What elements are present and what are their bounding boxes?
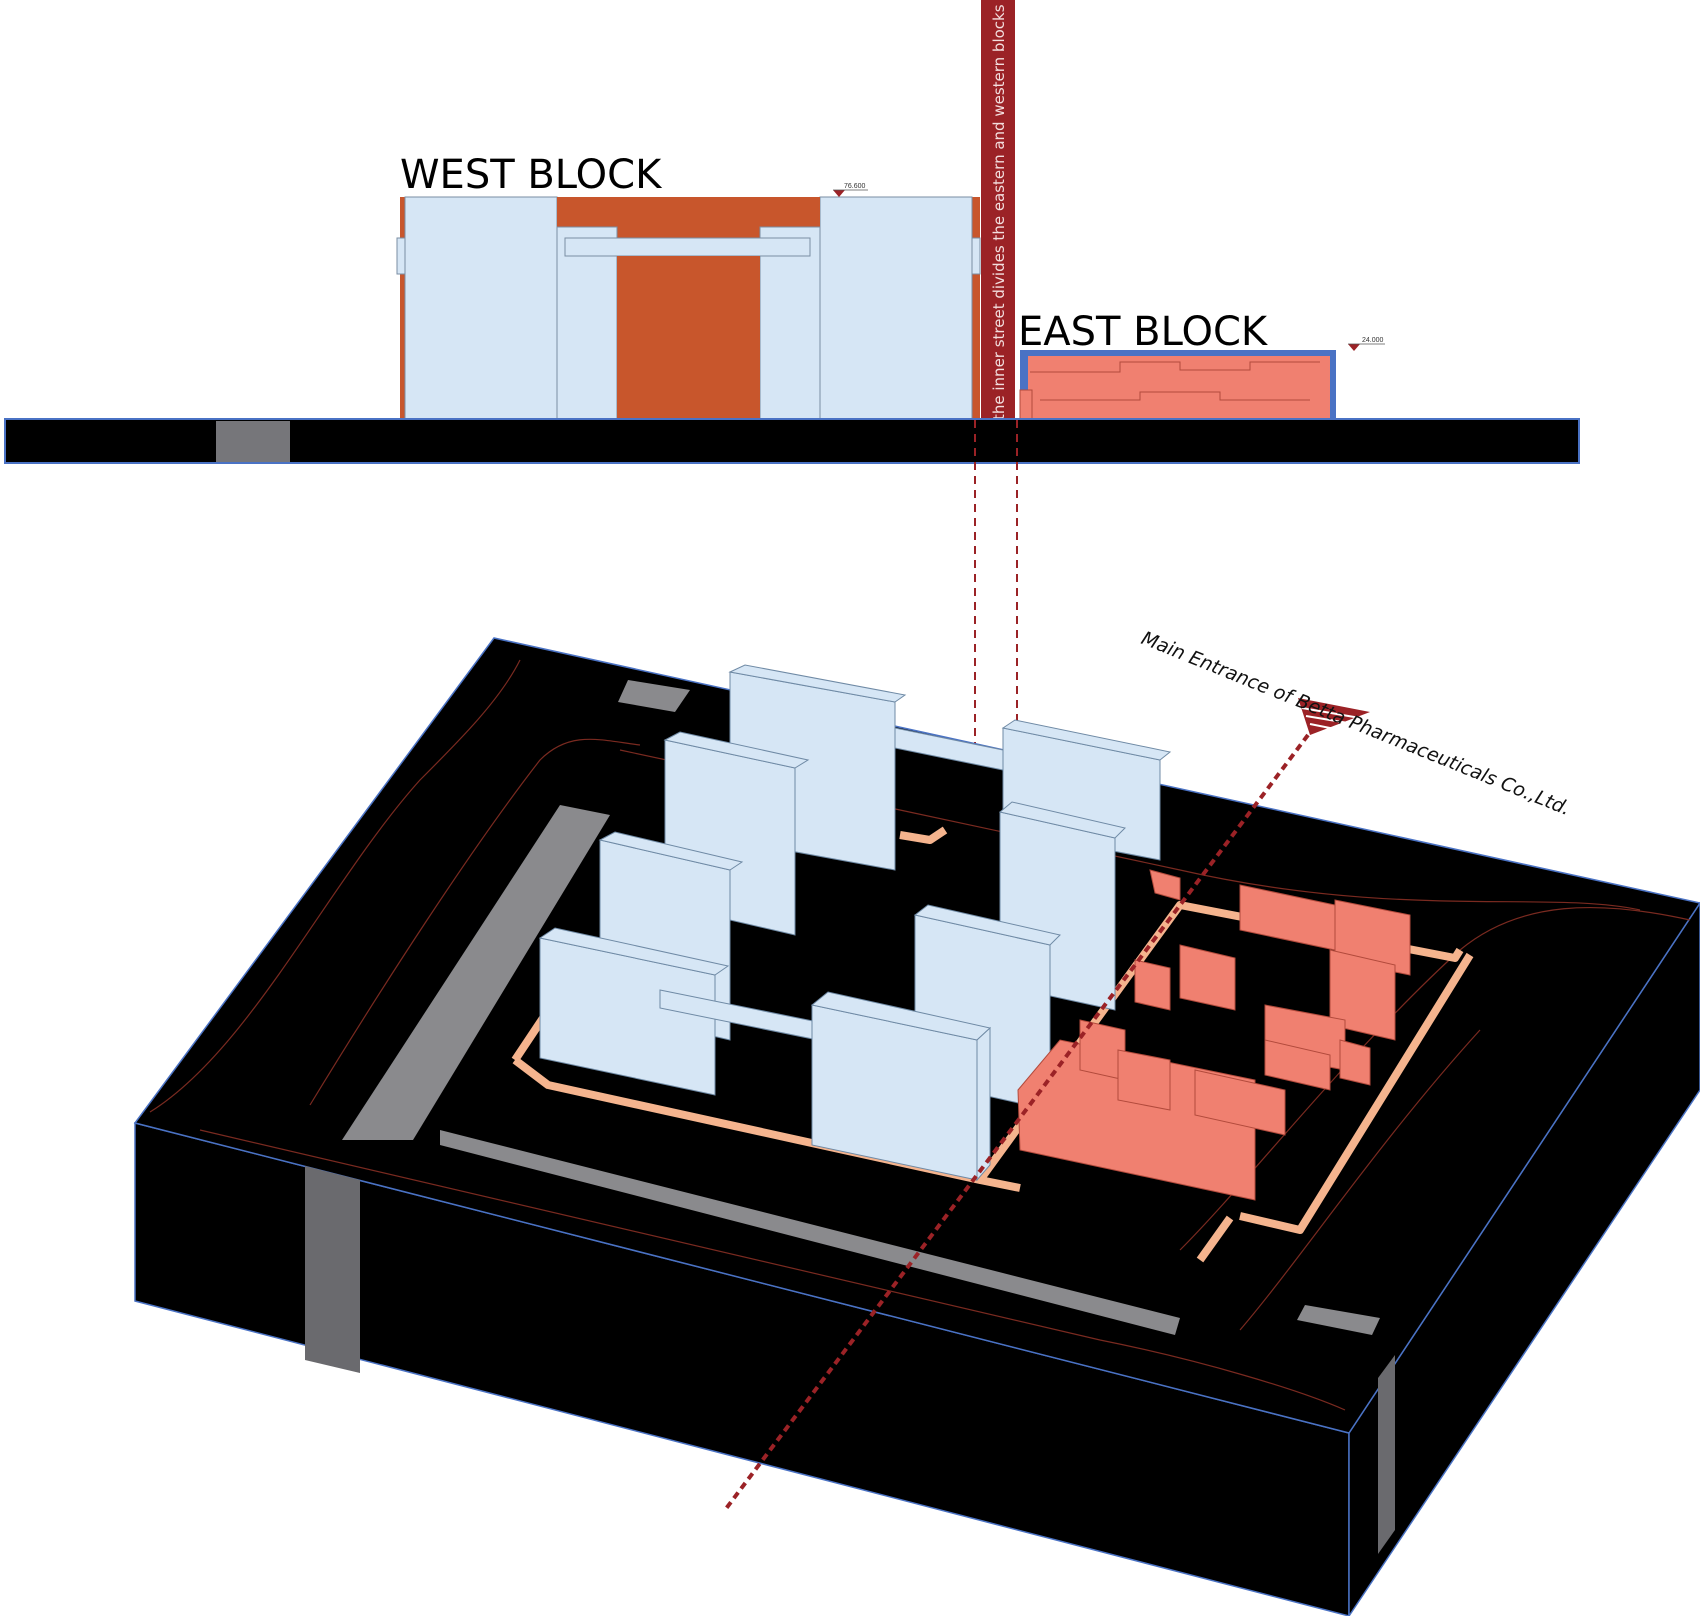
- east-level-marker: 24.000: [1348, 337, 1385, 351]
- elevation-section: the inner street divides the eastern and…: [4, 0, 1580, 464]
- main-entrance-marker: [723, 698, 1370, 1512]
- east-block-model: [1017, 869, 1411, 1201]
- elevation-road-gray: [216, 421, 290, 462]
- road-south-strip: [440, 1130, 1180, 1335]
- road-front-gray: [305, 1166, 360, 1373]
- road-north-strip: [618, 680, 690, 712]
- west-block-elevation: [396, 196, 981, 420]
- road-east-strip: [1297, 1305, 1380, 1335]
- east-block-elevation: [1019, 350, 1336, 421]
- site-model: Main Entrance of Betta Pharmaceuticals C…: [133, 627, 1700, 1616]
- west-block-title: WEST BLOCK: [400, 152, 663, 198]
- svg-text:24.000: 24.000: [1362, 337, 1384, 344]
- west-level-marker: 76.600: [833, 183, 868, 197]
- west-block-model: [538, 664, 1172, 1182]
- inner-street-divider: [981, 0, 1015, 420]
- triangle-down-icon: [1348, 344, 1360, 351]
- road-west-strip: [342, 805, 610, 1140]
- svg-text:76.600: 76.600: [844, 183, 866, 190]
- east-block-title: EAST BLOCK: [1018, 309, 1269, 355]
- main-entrance-label: Main Entrance of Betta Pharmaceuticals C…: [1138, 627, 1573, 820]
- triangle-down-icon: [833, 190, 845, 197]
- inner-street-label: the inner street divides the eastern and…: [990, 4, 1008, 420]
- triangle-flag-icon: [1298, 698, 1370, 735]
- road-right-gray: [1378, 1355, 1395, 1554]
